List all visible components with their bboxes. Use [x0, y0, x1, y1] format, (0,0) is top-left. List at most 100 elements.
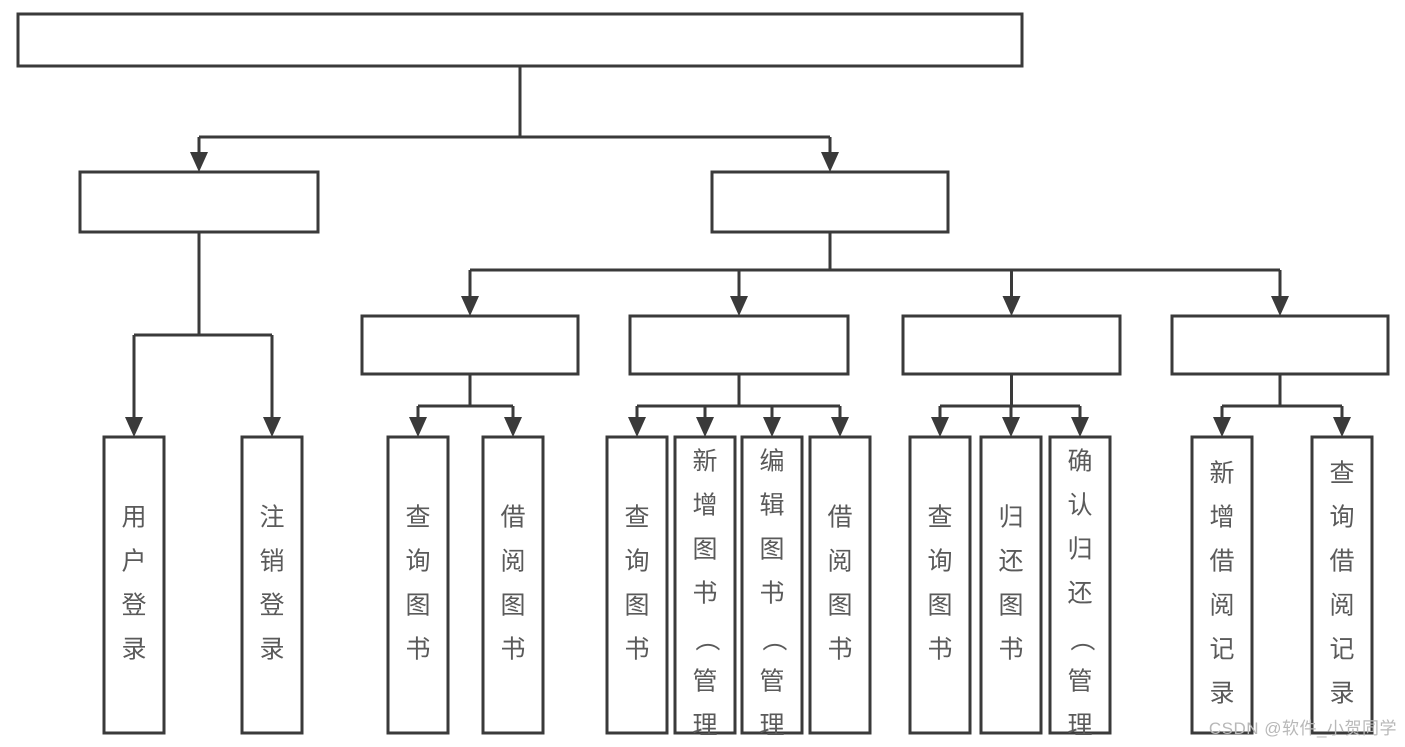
leaf-node-query-book-1-rect: [386, 435, 450, 735]
svg-text:理: 理: [1067, 712, 1092, 740]
svg-text:图: 图: [827, 592, 852, 620]
svg-text:查: 查: [1329, 460, 1354, 488]
leaf-node-query-borrow-record-rect: [1310, 435, 1374, 735]
svg-text:书: 书: [624, 636, 649, 664]
svg-text:图: 图: [692, 536, 717, 564]
svg-text:归: 归: [998, 504, 1023, 532]
svg-text:登: 登: [259, 592, 284, 620]
svg-text:询: 询: [1329, 504, 1354, 532]
svg-text:借: 借: [827, 504, 852, 532]
arrow-submodule-leaf-3-1: [1333, 417, 1351, 437]
svg-text:登: 登: [121, 592, 146, 620]
submodule-node-borrow-record-rect: [1170, 314, 1390, 376]
svg-text:图: 图: [405, 592, 430, 620]
svg-text:（: （: [692, 626, 720, 651]
arrow-submodule-leaf-2-1: [1002, 417, 1020, 437]
svg-text:阅: 阅: [1209, 592, 1234, 620]
arrow-book-manage-sub-1: [730, 296, 748, 316]
arrow-submodule-leaf-0-0: [409, 417, 427, 437]
arrow-book-manage-sub-0: [461, 296, 479, 316]
arrow-book-manage-sub-2: [1002, 296, 1021, 316]
svg-text:书: 书: [827, 636, 852, 664]
svg-text:增: 增: [692, 492, 717, 520]
root-node-book-management-system[interactable]: [16, 12, 1024, 68]
leaf-node-user-logout-rect: [240, 435, 304, 735]
svg-text:新: 新: [1209, 460, 1234, 488]
svg-text:图: 图: [500, 592, 525, 620]
leaf-node-confirm-return-admin-rect: [1048, 435, 1112, 735]
connectors-layer: [125, 66, 1351, 437]
nodes-layer: 用户登录注销登录查询图书借阅图书查询图书新增图书（管理员）编辑图书（管理员）借阅…: [16, 12, 1390, 747]
svg-text:理: 理: [692, 712, 717, 740]
svg-text:记: 记: [1329, 636, 1354, 664]
svg-text:录: 录: [1329, 680, 1354, 708]
submodule-node-new-book-recommend[interactable]: [360, 314, 580, 376]
watermark-text: CSDN @软件_小贺同学: [1208, 719, 1397, 738]
svg-text:增: 增: [1209, 504, 1234, 532]
svg-text:认: 认: [1067, 492, 1092, 520]
arrow-root-book-manage: [821, 152, 839, 172]
svg-text:理: 理: [759, 712, 784, 740]
arrow-user-login-leaf-0: [125, 417, 143, 437]
svg-text:还: 还: [1067, 580, 1092, 608]
svg-text:图: 图: [998, 592, 1023, 620]
svg-text:管: 管: [1067, 668, 1092, 696]
svg-text:录: 录: [259, 636, 284, 664]
leaf-node-query-book-2-rect: [605, 435, 669, 735]
leaf-node-add-borrow-record-rect: [1190, 435, 1254, 735]
svg-text:书: 书: [998, 636, 1023, 664]
svg-text:归: 归: [1067, 536, 1092, 564]
leaf-node-query-book-3-rect: [908, 435, 972, 735]
svg-text:管: 管: [759, 668, 784, 696]
svg-text:书: 书: [692, 580, 717, 608]
svg-text:询: 询: [927, 548, 952, 576]
svg-text:户: 户: [121, 548, 146, 576]
submodule-node-book-borrow[interactable]: [628, 314, 850, 376]
submodule-node-current-borrow[interactable]: [901, 314, 1122, 376]
root-node-book-management-system-rect: [16, 12, 1024, 68]
arrow-user-login-leaf-1: [263, 417, 281, 437]
svg-text:阅: 阅: [827, 548, 852, 576]
svg-text:图: 图: [759, 536, 784, 564]
svg-text:辑: 辑: [759, 492, 784, 520]
svg-text:书: 书: [405, 636, 430, 664]
svg-text:还: 还: [998, 548, 1023, 576]
module-node-book-manage-rect: [710, 170, 950, 234]
arrow-submodule-leaf-1-2: [763, 417, 781, 437]
arrow-submodule-leaf-1-0: [628, 417, 646, 437]
leaf-node-user-login-do-rect: [102, 435, 166, 735]
module-node-book-manage[interactable]: [710, 170, 950, 234]
submodule-node-current-borrow-rect: [901, 314, 1122, 376]
svg-text:（: （: [759, 626, 787, 651]
svg-text:询: 询: [624, 548, 649, 576]
module-node-user-login[interactable]: [78, 170, 320, 234]
svg-text:注: 注: [259, 504, 284, 532]
submodule-node-borrow-record[interactable]: [1170, 314, 1390, 376]
svg-text:询: 询: [405, 548, 430, 576]
svg-text:记: 记: [1209, 636, 1234, 664]
